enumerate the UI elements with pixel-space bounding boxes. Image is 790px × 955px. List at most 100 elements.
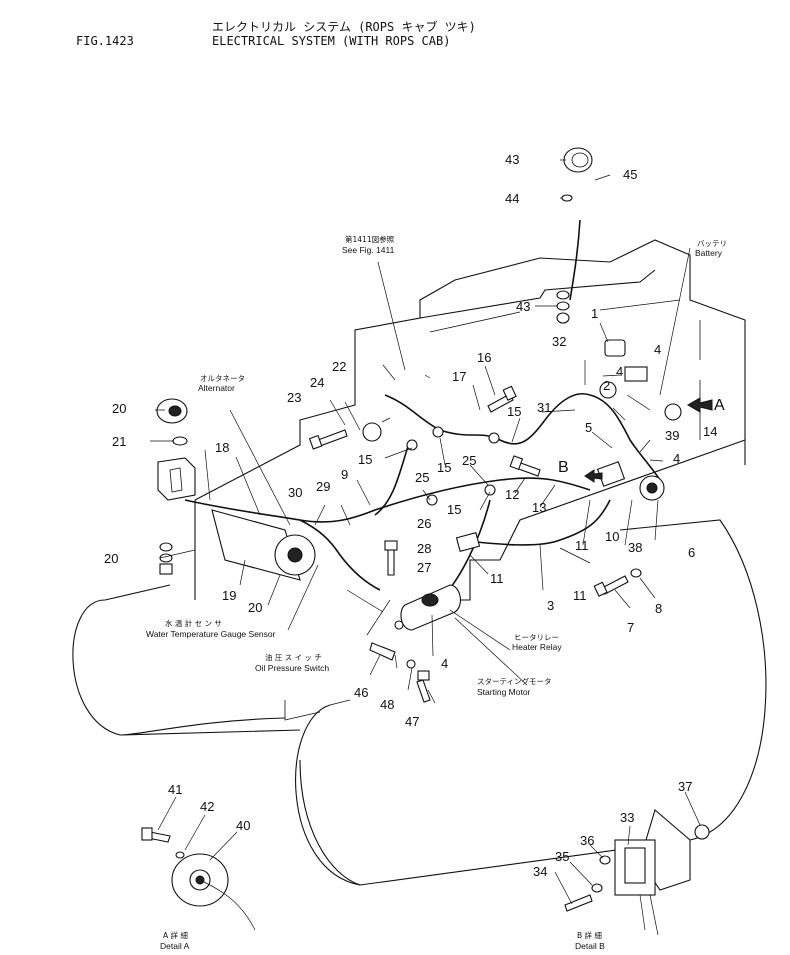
harness-to-battery [589, 394, 661, 481]
washer-48 [406, 659, 416, 669]
callout-5: 5 [585, 420, 592, 435]
callout-4-mid: 4 [616, 364, 623, 379]
callout-45: 45 [623, 167, 637, 182]
callout-46: 46 [354, 685, 368, 700]
callout-30: 30 [288, 485, 302, 500]
callout-34: 34 [533, 864, 547, 879]
washer-44 [561, 194, 573, 202]
wiring-harness [184, 219, 661, 601]
callout-15-b: 15 [358, 452, 372, 467]
callout-11-c: 11 [573, 588, 587, 603]
washer-stack-20 [159, 542, 173, 575]
callout-24: 24 [310, 375, 324, 390]
arrow-b [584, 469, 603, 483]
callout-32: 32 [552, 334, 566, 349]
starting-motor-en: Starting Motor [477, 687, 531, 697]
battery-en: Battery [695, 248, 723, 258]
starting-motor-jp: スターティングモータ [477, 676, 552, 686]
callout-27: 27 [417, 560, 431, 575]
cover-inner-lines [429, 299, 701, 440]
callout-11-b: 11 [575, 538, 589, 553]
upper-cover-outline [419, 269, 656, 319]
title-jp: エレクトリカル システム (ROPS キャブ ツキ) [212, 19, 476, 34]
callout-25-b: 25 [415, 470, 429, 485]
callout-20-horn: 20 [112, 401, 126, 416]
oil-pressure-jp: 油 圧 ス イ ッ チ [265, 652, 322, 662]
callout-numbers: 43 45 44 43 1 4 4 32 2 31 5 14 39 4 22 2… [104, 152, 725, 879]
callout-42: 42 [200, 799, 214, 814]
detail-a-jp: A 詳 細 [163, 930, 188, 940]
detail-b-drawing [564, 809, 710, 936]
callout-15-c: 15 [437, 460, 451, 475]
horn-relay-block [157, 457, 196, 501]
callout-47: 47 [405, 714, 419, 729]
bolt-12 [509, 455, 541, 477]
callout-15-a: 15 [507, 404, 521, 419]
detail-b-jp: B 詳 細 [577, 930, 602, 940]
oil-pressure-en: Oil Pressure Switch [255, 663, 329, 673]
bolt-16 [487, 385, 517, 413]
callout-26: 26 [417, 516, 431, 531]
callout-1: 1 [591, 306, 598, 321]
gauge-sensor-22 [362, 422, 382, 442]
callout-16: 16 [477, 350, 491, 365]
detail-a-en: Detail A [160, 941, 190, 951]
callout-36: 36 [580, 833, 594, 848]
callout-39: 39 [665, 428, 679, 443]
callout-37: 37 [678, 779, 692, 794]
harness-upper [384, 393, 591, 445]
callout-14: 14 [703, 424, 717, 439]
lower-frame-lines [284, 699, 351, 721]
heater-relay [455, 531, 481, 553]
horn [156, 398, 188, 424]
callout-20-washers: 20 [104, 551, 118, 566]
callout-29: 29 [316, 479, 330, 494]
callout-17: 17 [452, 369, 466, 384]
callout-13: 13 [532, 500, 546, 515]
harness-lower [459, 499, 611, 546]
callout-21: 21 [112, 434, 126, 449]
callout-43-top: 43 [505, 152, 519, 167]
bolt-7 [593, 575, 629, 597]
callout-4-top: 4 [654, 342, 661, 357]
water-temp-en: Water Temperature Gauge Sensor [146, 629, 276, 639]
callout-2: 2 [603, 378, 610, 393]
callout-19: 19 [222, 588, 236, 603]
callout-44: 44 [505, 191, 519, 206]
battery-terminals [599, 339, 682, 421]
detail-a-drawing [141, 827, 256, 931]
callout-10: 10 [605, 529, 619, 544]
detail-b-marker: B [558, 459, 569, 476]
bolt-23 [308, 429, 348, 450]
callout-3: 3 [547, 598, 554, 613]
callout-12: 12 [505, 487, 519, 502]
detail-b-en: Detail B [575, 941, 605, 951]
washer-21 [172, 436, 188, 446]
callout-11-a: 11 [490, 571, 504, 586]
callout-9: 9 [341, 467, 348, 482]
washer-stack-43 [556, 290, 570, 324]
fig-label: FIG.1423 [76, 34, 134, 48]
cab-light [563, 147, 593, 173]
callout-43-stack: 43 [516, 299, 530, 314]
callout-41: 41 [168, 782, 182, 797]
detail-a-marker: A [714, 397, 725, 414]
callout-35: 35 [555, 849, 569, 864]
alternator-en: Alternator [198, 383, 235, 393]
harness-to-cab [569, 219, 581, 301]
component-labels: 第1411図参照 See Fig. 1411 バッテリ Battery オルタネ… [146, 234, 727, 951]
rear-track-outline [72, 584, 301, 736]
callout-33: 33 [620, 810, 634, 825]
callout-15-d: 15 [447, 502, 461, 517]
alternator-jp: オルタネータ [200, 374, 245, 383]
title-en: ELECTRICAL SYSTEM (WITH ROPS CAB) [212, 34, 450, 48]
see-fig-en: See Fig. 1411 [342, 245, 395, 255]
callout-25-a: 25 [462, 453, 476, 468]
clamps-15 [406, 426, 500, 506]
callout-22: 22 [332, 359, 346, 374]
harness-riser [374, 439, 411, 516]
heater-relay-en: Heater Relay [512, 642, 562, 652]
callout-18: 18 [215, 440, 229, 455]
callout-38: 38 [628, 540, 642, 555]
callout-48: 48 [380, 697, 394, 712]
